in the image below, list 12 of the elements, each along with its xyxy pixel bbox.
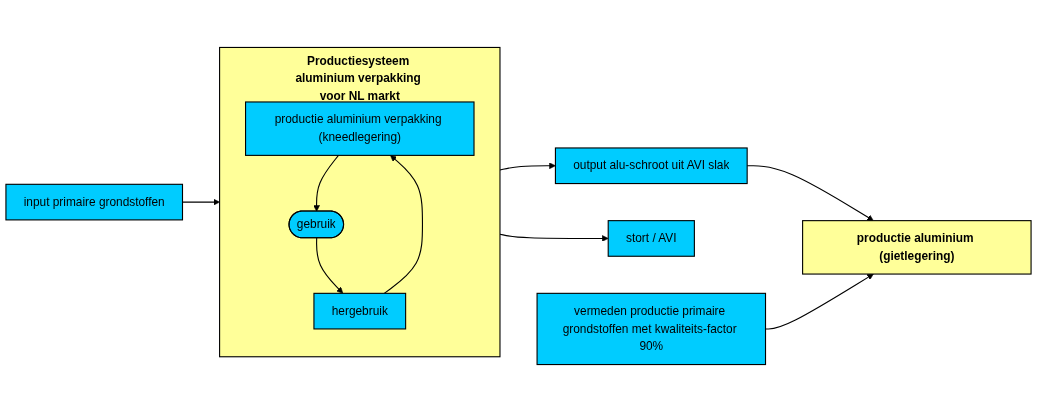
node-box: productie aluminium verpakking (kneedlegering): [245, 101, 475, 156]
node-box: hergebruik: [313, 292, 407, 330]
arrow: [313, 154, 340, 212]
arrow: [499, 233, 609, 242]
arrow: [383, 155, 423, 294]
arrow: [316, 237, 344, 294]
node-box: output alu-schroot uit AVI slak: [554, 147, 748, 185]
arrow: [499, 162, 556, 171]
node-box: productie aluminium (gietlegering): [802, 220, 1032, 275]
node-box: vermeden productie primaire grondstoffen met kwaliteits-factor 90%: [536, 292, 767, 366]
node-box: stort / AVI: [607, 220, 695, 257]
node-box: input primaire grondstoffen: [5, 183, 184, 221]
